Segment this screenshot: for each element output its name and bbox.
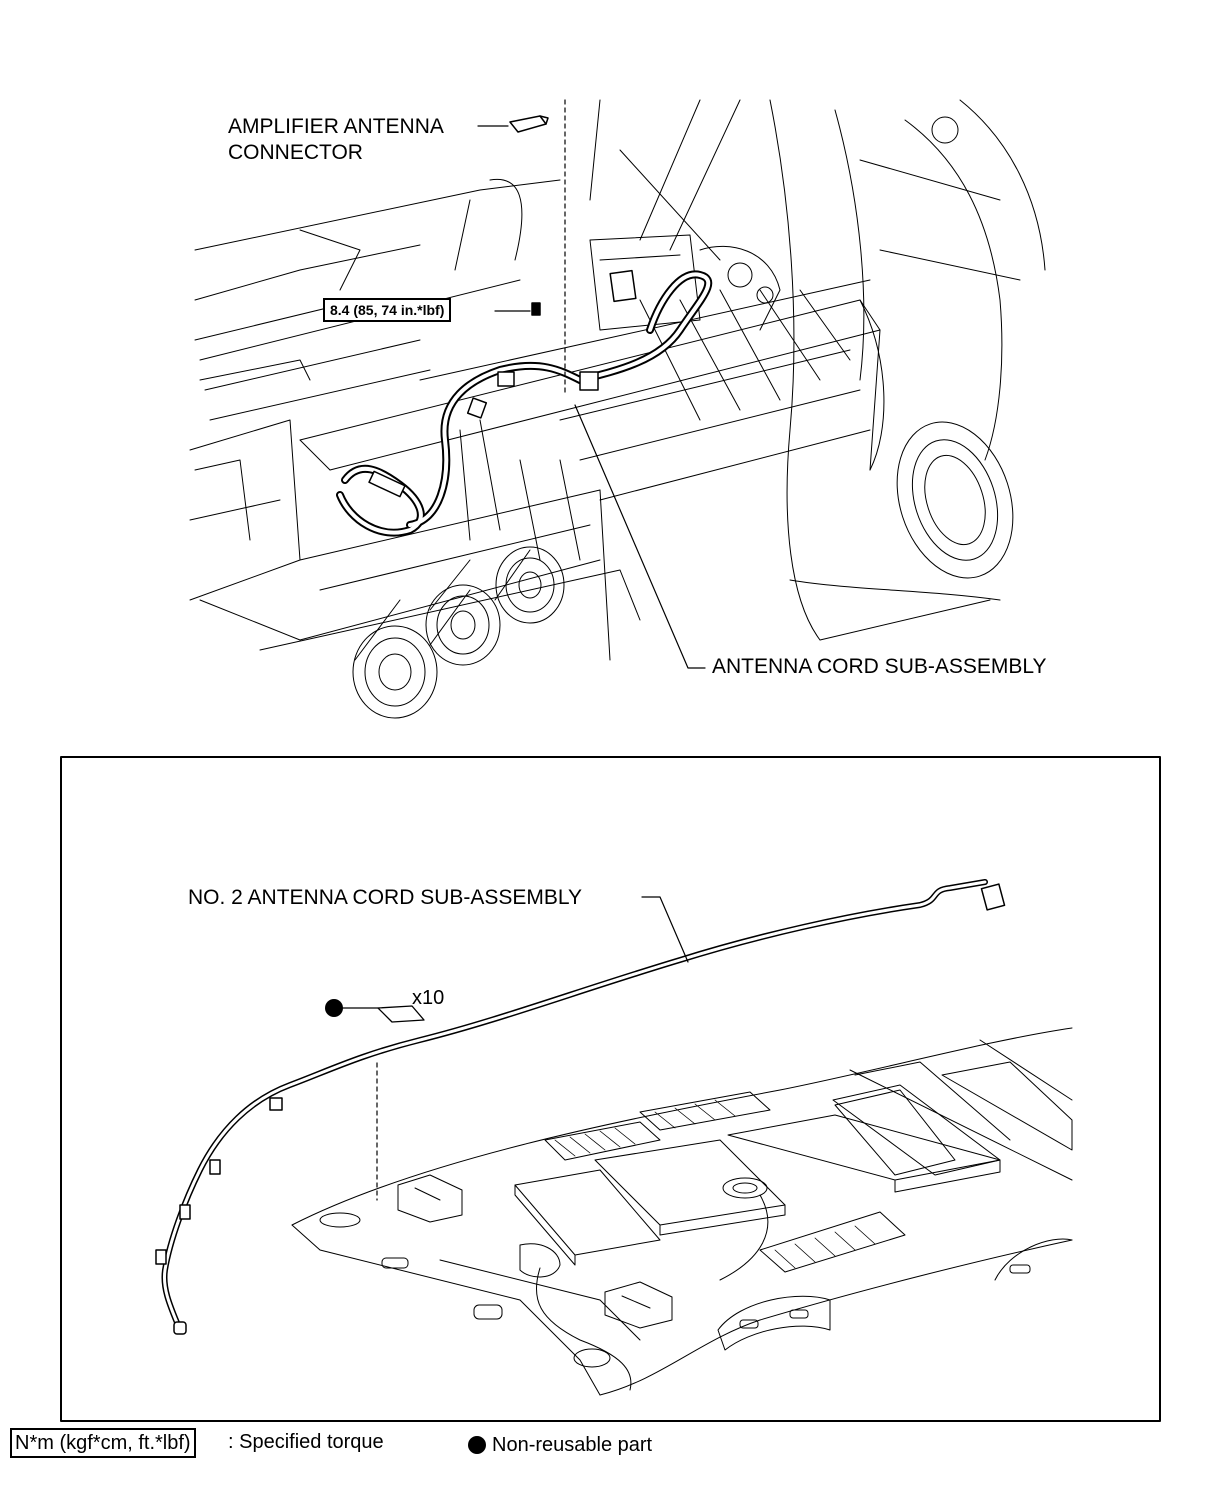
amplifier-label-line1: AMPLIFIER ANTENNA — [228, 115, 444, 138]
vent-duct-middle — [425, 549, 531, 666]
legend-torque-desc: : Specified torque — [228, 1431, 384, 1453]
vent-duct-left — [352, 589, 471, 719]
roof-headliner-illustration — [291, 1027, 1073, 1396]
antenna-cord-leader — [574, 404, 706, 669]
clip-quantity-label: x10 — [412, 987, 445, 1009]
cord-clips-top — [368, 269, 637, 498]
torque-spec-box: 8.4 (85, 74 in.*lbf) — [323, 298, 452, 322]
vent-duct-right — [495, 546, 565, 624]
bottom-figure-frame — [60, 756, 1161, 1422]
clip-tape-icon — [377, 1005, 425, 1023]
legend-nonreusable-desc: Non-reusable part — [492, 1434, 653, 1456]
non-reusable-mark-icon — [325, 999, 343, 1017]
no2-antenna-cord-inner — [162, 880, 987, 1332]
amplifier-label-line2: CONNECTOR — [228, 141, 363, 164]
no2-antenna-cord-label: NO. 2 ANTENNA CORD SUB-ASSEMBLY — [188, 886, 583, 909]
amplifier-antenna-connector-icon — [509, 115, 549, 133]
bolt-icon — [531, 302, 541, 316]
amplifier-connector-label: AMPLIFIER ANTENNA CONNECTOR — [228, 114, 444, 166]
instrument-panel-illustration — [189, 99, 1046, 719]
legend-torque-box: N*m (kgf*cm, ft.*lbf) — [10, 1428, 196, 1458]
no2-cord-leader — [641, 896, 689, 963]
antenna-cord-label: ANTENNA CORD SUB-ASSEMBLY — [712, 655, 1047, 678]
legend-bullet-icon — [468, 1436, 486, 1454]
no2-cord-connectors — [155, 883, 1006, 1335]
